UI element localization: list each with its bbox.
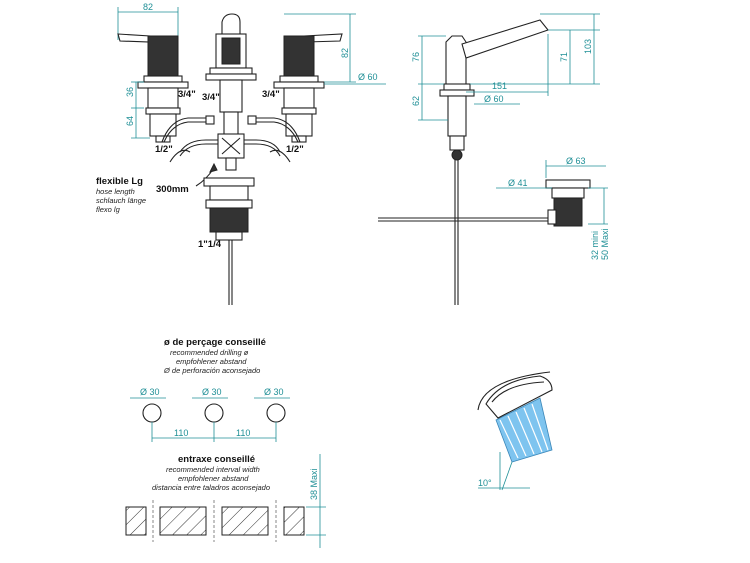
- side-dim-waste-41: Ø 41: [508, 178, 528, 188]
- side-dim-62: 62: [411, 96, 421, 106]
- hole-3-diameter: Ø 30: [264, 387, 284, 397]
- left-knurled-body: [147, 35, 179, 77]
- front-dim-left-heights: 36 64: [125, 81, 150, 139]
- hole-2-diameter: Ø 30: [202, 387, 222, 397]
- hose-assembly: [161, 115, 301, 171]
- side-dim-waste-63: Ø 63: [566, 156, 586, 166]
- front-dim-right: 82 Ø 60: [284, 13, 386, 85]
- drilling-detail: ø de perçage conseillé recommended drill…: [130, 337, 290, 442]
- front-view: 82 36 64: [96, 2, 386, 305]
- hose-label: flexible Lg: [96, 176, 143, 187]
- side-spout-arm: [461, 19, 549, 59]
- interval-max-thickness: 38 Maxi: [309, 468, 319, 500]
- drilling-title: ø de perçage conseillé: [164, 337, 266, 348]
- interval-title-de: empfohlener abstand: [178, 474, 249, 483]
- right-knurled-body: [283, 35, 315, 77]
- side-dim-151: 151: [492, 81, 507, 91]
- interval-title: entraxe conseillé: [178, 454, 255, 465]
- hose-label-de: schlauch länge: [96, 196, 146, 205]
- interval-detail: entraxe conseillé recommended interval w…: [125, 454, 326, 548]
- front-dim-36: 36: [125, 87, 135, 97]
- side-dim-50-maxi: 50 Maxi: [600, 228, 610, 260]
- waste-thread-label: 1"1/4: [198, 239, 222, 250]
- interval-title-es: distancia entre taladros aconsejado: [152, 483, 270, 492]
- hole-1-diameter: Ø 30: [140, 387, 160, 397]
- drilling-title-es: Ø de perforación aconsejado: [163, 366, 260, 375]
- drill-hole-2: [204, 403, 224, 423]
- hose-callout: flexible Lg hose length schlauch länge f…: [96, 162, 218, 214]
- hose-label-es: flexo lg: [96, 205, 121, 214]
- side-dims: 76 62 71 103 151 Ø 60: [411, 13, 600, 121]
- center-spout: [205, 13, 257, 137]
- spray-aerator: [485, 375, 553, 419]
- side-dim-103: 103: [583, 39, 593, 54]
- drilling-title-de: empfohlener abstand: [176, 357, 247, 366]
- front-waste: [203, 177, 255, 305]
- interval-title-en: recommended interval width: [166, 465, 260, 474]
- front-dim-82-side: 82: [340, 48, 350, 58]
- thread-left-label: 3/4": [178, 89, 196, 100]
- spacing-2: 110: [236, 428, 250, 438]
- front-dim-64: 64: [125, 116, 135, 126]
- side-waste: Ø 63 Ø 41 32 mini 50 Maxi: [496, 156, 610, 260]
- thread-center-label: 3/4": [202, 92, 220, 103]
- drill-hole-1: [142, 403, 162, 423]
- thread-right-label: 3/4": [262, 89, 280, 100]
- hose-length-value: 300mm: [156, 184, 189, 195]
- spacing-1: 110: [174, 428, 188, 438]
- side-dim-76: 76: [411, 52, 421, 62]
- right-handle: [273, 33, 343, 143]
- spray-angle: 10°: [478, 478, 492, 488]
- front-dim-82-top: 82: [143, 2, 153, 12]
- spray-detail: 10°: [477, 371, 553, 491]
- side-view: 76 62 71 103 151 Ø 60 Ø 63 Ø 41: [378, 13, 610, 305]
- inlet-right-label: 1/2": [286, 144, 304, 155]
- inlet-left-label: 1/2": [155, 144, 173, 155]
- drilling-title-en: recommended drilling ø: [170, 348, 249, 357]
- side-dim-diameter-60: Ø 60: [484, 94, 504, 104]
- hose-label-en: hose length: [96, 187, 135, 196]
- side-dim-71: 71: [559, 52, 569, 62]
- drill-hole-3: [266, 403, 286, 423]
- side-dim-32-mini: 32 mini: [590, 231, 600, 260]
- front-dim-diameter-60: Ø 60: [358, 72, 378, 82]
